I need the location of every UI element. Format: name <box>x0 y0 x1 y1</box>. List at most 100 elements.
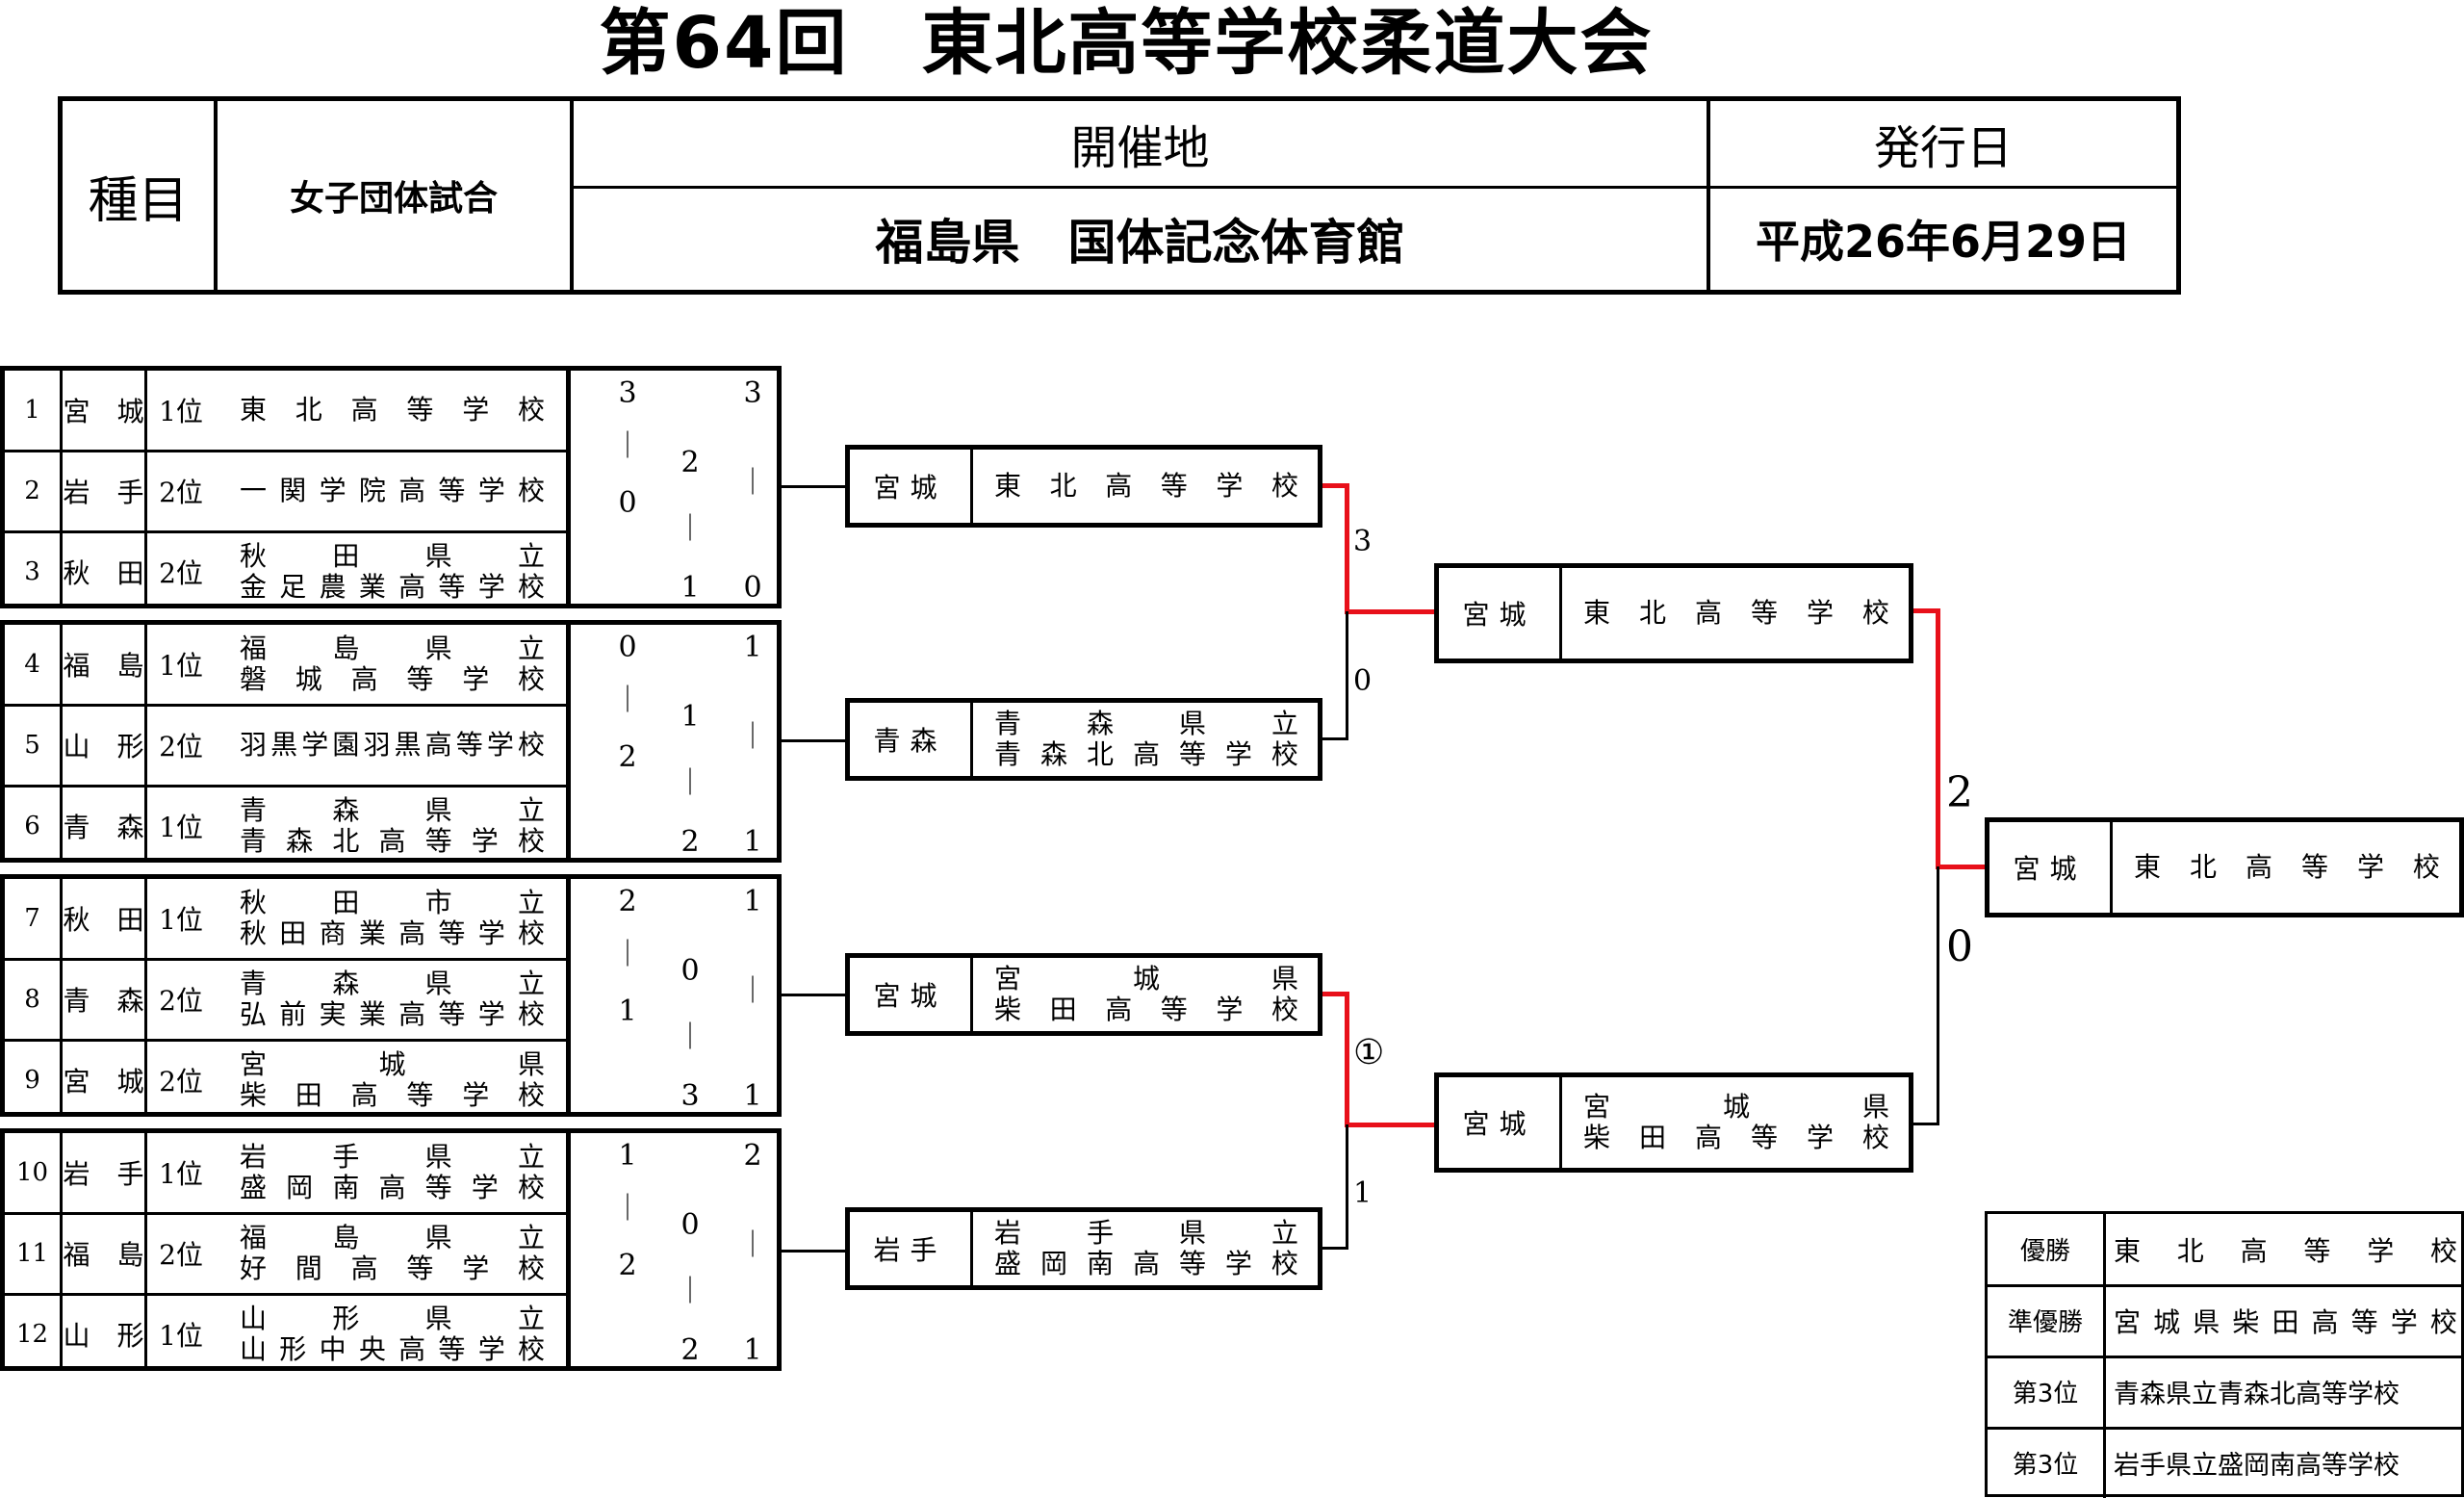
round1-box-school-line: 青森県立 <box>994 708 1298 739</box>
bracket-score: 3 <box>1353 525 1373 558</box>
column-divider <box>566 879 571 1112</box>
row-divider <box>5 704 569 707</box>
pool-bar: ｜ <box>738 466 766 498</box>
winner-line <box>1345 992 1349 1126</box>
result-label: 優勝 <box>1988 1214 2106 1284</box>
round1-box-prefecture: 宮城 <box>850 450 973 523</box>
pool-score: 1 <box>743 885 762 918</box>
winner-line <box>1936 865 1989 869</box>
entrant-school-line: 山形県立 <box>240 1303 545 1334</box>
result-value: 岩手県立盛岡南高等学校 <box>2106 1428 2461 1498</box>
final-box-prefecture: 宮城 <box>1989 822 2113 913</box>
column-divider <box>566 1133 571 1366</box>
pool-bar: ｜ <box>613 938 641 969</box>
pool-bar: ｜ <box>676 766 704 798</box>
bracket-score: 2 <box>1946 768 1973 817</box>
round1-box-school: 宮城県柴田高等学校 <box>973 958 1318 1031</box>
result-row: 第3位岩手県立盛岡南高等学校 <box>1988 1428 2461 1498</box>
column-divider <box>60 625 63 858</box>
entrant-rank: 2位 <box>159 1239 203 1271</box>
result-label: 第3位 <box>1988 1428 2106 1498</box>
row-divider <box>5 530 569 533</box>
final-box: 宮城東北高等学校 <box>1985 817 2464 917</box>
entrant-rank: 1位 <box>159 1320 203 1352</box>
pool-score: 2 <box>618 740 637 774</box>
entrant-school-line: 好間高等学校 <box>240 1253 545 1284</box>
round1-box-school-line: 青森北高等学校 <box>994 738 1298 770</box>
column-divider <box>144 1133 147 1366</box>
entrant-school: 岩手県立盛岡南高等学校 <box>215 1133 566 1212</box>
pool-score: 2 <box>743 1139 762 1173</box>
pool-score: 0 <box>680 954 700 988</box>
entrant-school-line: 金足農業高等学校 <box>240 571 545 603</box>
pool-score: 1 <box>618 994 637 1028</box>
column-divider <box>144 371 147 604</box>
entrant-school-line: 盛岡南高等学校 <box>240 1172 545 1203</box>
bracket-line <box>1913 1123 1938 1125</box>
semi-box: 宮城宮城県柴田高等学校 <box>1434 1072 1913 1173</box>
result-row: 準優勝宮城県柴田高等学校 <box>1988 1285 2461 1358</box>
row-divider <box>5 1293 569 1296</box>
pool-score: 1 <box>743 825 762 859</box>
entrant-school-line: 福島県立 <box>240 633 545 664</box>
round1-box-school: 岩手県立盛岡南高等学校 <box>973 1212 1318 1285</box>
bracket-line <box>782 485 847 488</box>
date-value: 平成26年6月29日 <box>1755 216 2132 268</box>
entrant-prefecture: 秋 田 <box>63 557 144 589</box>
result-label: 第3位 <box>1988 1356 2106 1427</box>
row-divider <box>5 1039 569 1042</box>
bracket-score: 1 <box>1353 1176 1373 1210</box>
pool-bar: ｜ <box>676 1275 704 1306</box>
entrant-school-line: 秋田県立 <box>240 540 545 572</box>
round1-box: 青森青森県立青森北高等学校 <box>845 698 1322 781</box>
round1-box-school-line: 東北高等学校 <box>994 470 1298 502</box>
bracket-score: 0 <box>1353 664 1373 698</box>
pool-bar: ｜ <box>676 512 704 544</box>
pool-score: 1 <box>680 571 700 605</box>
pool-bar: ｜ <box>738 974 766 1006</box>
entrant-school-line: 福島県立 <box>240 1222 545 1253</box>
column-divider <box>60 1133 63 1366</box>
round1-box-school: 青森県立青森北高等学校 <box>973 703 1318 776</box>
entrant-number: 7 <box>24 904 40 933</box>
pool-score: 2 <box>680 446 700 479</box>
entrant-prefecture: 山 形 <box>63 731 144 762</box>
pool-score: 2 <box>618 885 637 918</box>
bracket-line <box>1346 1124 1348 1250</box>
entrant-school-line: 磐城高等学校 <box>240 663 545 695</box>
entrant-rank: 2位 <box>159 477 203 508</box>
round1-box: 宮城宮城県柴田高等学校 <box>845 953 1322 1036</box>
pool-score: 0 <box>743 571 762 605</box>
entrant-rank: 1位 <box>159 650 203 682</box>
final-box-school: 東北高等学校 <box>2113 822 2459 913</box>
entrant-prefecture: 福 島 <box>63 1239 144 1271</box>
entrant-school: 青森県立弘前実業高等学校 <box>215 960 566 1039</box>
column-divider <box>60 879 63 1112</box>
pool-score: 3 <box>680 1079 700 1113</box>
entrant-school-line: 青森県立 <box>240 794 545 826</box>
entrant-school-line: 青森県立 <box>240 968 545 999</box>
entrant-school: 一関学院高等学校 <box>215 452 566 530</box>
pool-score: 3 <box>618 376 637 410</box>
entrant-prefecture: 福 島 <box>63 650 144 682</box>
entrant-school-line: 山形中央高等学校 <box>240 1333 545 1365</box>
entrant-rank: 1位 <box>159 812 203 843</box>
entrant-school-line: 一関学院高等学校 <box>240 475 545 506</box>
venue-label: 開催地 <box>1070 121 1210 175</box>
entrant-school: 福島県立磐城高等学校 <box>215 625 566 704</box>
pool-bar: ｜ <box>738 720 766 752</box>
pool-score: 1 <box>680 700 700 734</box>
pool-bar: ｜ <box>613 1192 641 1224</box>
bracket-score: 0 <box>1946 922 1973 971</box>
entrant-number: 8 <box>24 985 40 1014</box>
entrant-school: 羽黒学園羽黒高等学校 <box>215 706 566 785</box>
column-divider <box>144 879 147 1112</box>
entrant-school-line: 羽黒学園羽黒高等学校 <box>240 729 545 761</box>
entrant-prefecture: 宮 城 <box>63 1066 144 1098</box>
bracket-line <box>1937 866 1939 1125</box>
